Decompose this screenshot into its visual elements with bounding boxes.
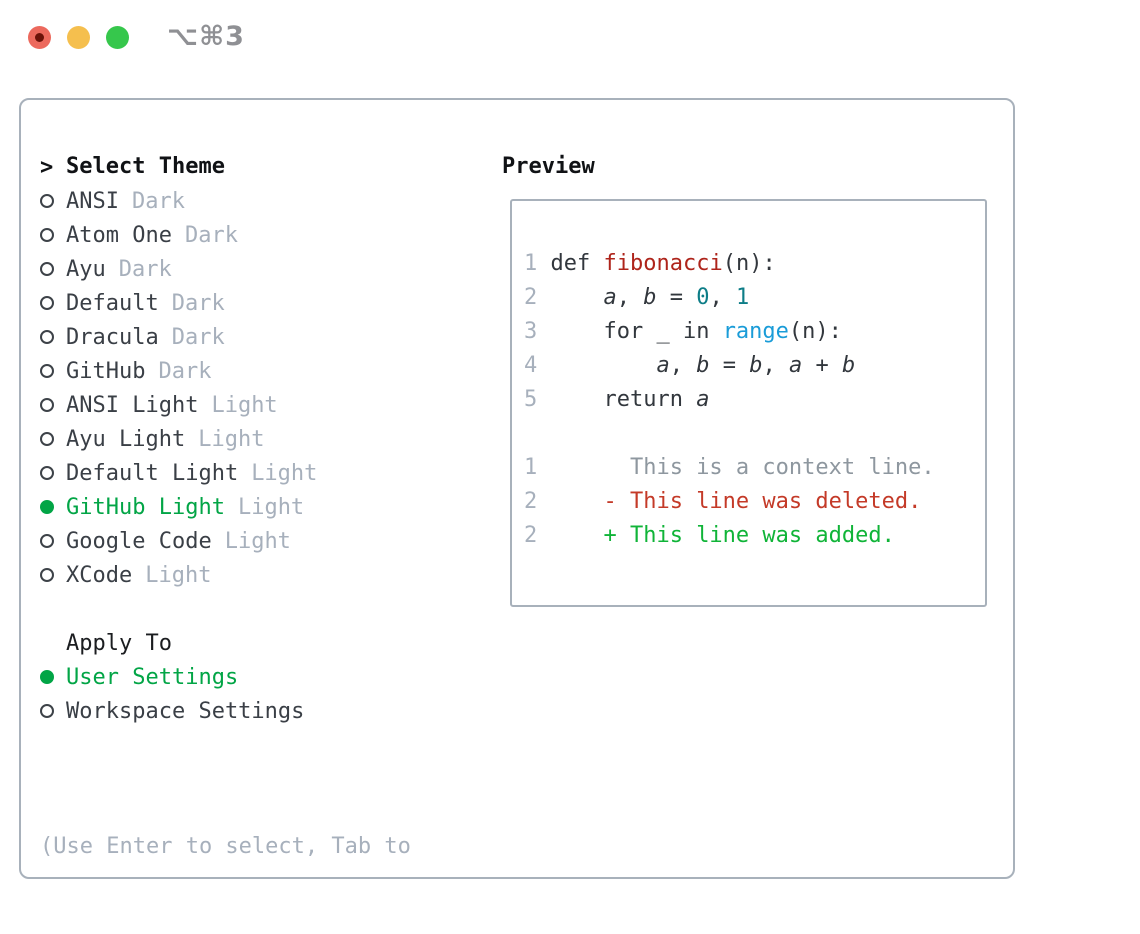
code-line: 2 a, b = 0, 1: [524, 285, 750, 310]
cursor-marker: >: [40, 155, 66, 180]
radio-icon[interactable]: [40, 228, 54, 242]
radio-selected-icon[interactable]: [40, 670, 54, 684]
theme-option-ansi-dark[interactable]: ANSI Dark: [40, 184, 317, 218]
theme-option-default-dark[interactable]: Default Dark: [40, 286, 317, 320]
preview-header-row: Preview: [502, 150, 595, 184]
theme-variant: Dark: [118, 256, 172, 282]
theme-name: GitHub: [66, 358, 146, 384]
radio-icon[interactable]: [40, 194, 54, 208]
theme-variant: Dark: [171, 324, 225, 350]
code-line: 5 return a: [524, 387, 710, 412]
theme-name: ANSI Light: [66, 392, 199, 418]
theme-variant: Dark: [184, 222, 238, 248]
apply-option-label: User Settings: [66, 664, 239, 690]
theme-name: Dracula: [66, 324, 159, 350]
theme-name: XCode: [66, 562, 133, 588]
radio-icon[interactable]: [40, 704, 54, 718]
apply-to-header: Apply To: [40, 626, 304, 660]
code-line: 4 a, b = b, a + b: [524, 353, 856, 378]
radio-icon[interactable]: [40, 466, 54, 480]
radio-icon[interactable]: [40, 262, 54, 276]
theme-variant: Light: [237, 494, 305, 520]
theme-name: Ayu: [66, 256, 106, 282]
theme-option-ansi-light[interactable]: ANSI Light Light: [40, 388, 317, 422]
theme-option-github-light[interactable]: GitHub Light Light: [40, 490, 317, 524]
theme-option-ayu-dark[interactable]: Ayu Dark: [40, 252, 317, 286]
diff-context-line: 1 This is a context line.: [524, 455, 935, 480]
radio-icon[interactable]: [40, 534, 54, 548]
radio-icon[interactable]: [40, 568, 54, 582]
radio-icon[interactable]: [40, 364, 54, 378]
theme-list: > Select Theme ANSI Dark Atom One Dark A…: [40, 150, 317, 592]
radio-icon[interactable]: [40, 398, 54, 412]
window-titlebar: ⌥⌘3: [0, 0, 1140, 74]
select-theme-title: Select Theme: [66, 154, 225, 179]
unsaved-dot-icon: [35, 33, 44, 42]
theme-name: Default: [66, 290, 159, 316]
radio-selected-icon[interactable]: [40, 500, 54, 514]
window-title: ⌥⌘3: [167, 21, 245, 52]
radio-icon[interactable]: [40, 432, 54, 446]
theme-variant: Dark: [131, 188, 185, 214]
select-theme-header: > Select Theme: [40, 150, 317, 184]
diff-added-line: 2 + This line was added.: [524, 523, 895, 548]
theme-variant: Light: [211, 392, 278, 418]
theme-option-ayu-light[interactable]: Ayu Light Light: [40, 422, 317, 456]
apply-to-section: Apply To User Settings Workspace Setting…: [40, 626, 304, 728]
radio-icon[interactable]: [40, 330, 54, 344]
theme-option-github-dark[interactable]: GitHub Dark: [40, 354, 317, 388]
code-line: 3 for _ in range(n):: [524, 319, 842, 344]
theme-name: Ayu Light: [66, 426, 186, 452]
diff-deleted-line: 2 - This line was deleted.: [524, 489, 922, 514]
theme-variant: Light: [224, 528, 291, 554]
theme-variant: Light: [145, 562, 212, 588]
theme-name: Google Code: [66, 528, 212, 554]
theme-option-dracula-dark[interactable]: Dracula Dark: [40, 320, 317, 354]
theme-variant: Dark: [171, 290, 225, 316]
blank-line: [524, 417, 985, 451]
cursor-arrow-icon: >: [40, 154, 54, 180]
theme-name: Atom One: [66, 222, 172, 248]
theme-name: ANSI: [66, 188, 119, 214]
preview-title: Preview: [502, 154, 595, 179]
preview-code-box: 1 def fibonacci(n): 2 a, b = 0, 1 3 for …: [510, 199, 987, 607]
theme-name: Default Light: [66, 460, 239, 486]
theme-option-xcode-light[interactable]: XCode Light: [40, 558, 317, 592]
theme-variant: Light: [251, 460, 318, 486]
apply-option-user-settings[interactable]: User Settings: [40, 660, 304, 694]
theme-variant: Dark: [158, 358, 212, 384]
apply-option-label: Workspace Settings: [66, 698, 305, 724]
close-button[interactable]: [28, 26, 51, 49]
hint-line-1: (Use Enter to select, Tab to: [40, 834, 411, 859]
theme-option-google-code-light[interactable]: Google Code Light: [40, 524, 317, 558]
theme-picker-panel: > Select Theme ANSI Dark Atom One Dark A…: [19, 98, 1015, 879]
maximize-button[interactable]: [106, 26, 129, 49]
minimize-button[interactable]: [67, 26, 90, 49]
theme-option-atom-one-dark[interactable]: Atom One Dark: [40, 218, 317, 252]
keyboard-hint: (Use Enter to select, Tab to change focu…: [40, 762, 411, 934]
code-line: 1 def fibonacci(n):: [524, 251, 776, 276]
theme-variant: Light: [198, 426, 265, 452]
theme-name: GitHub Light: [66, 494, 225, 520]
apply-to-title: Apply To: [66, 630, 172, 656]
radio-icon[interactable]: [40, 296, 54, 310]
theme-option-default-light[interactable]: Default Light Light: [40, 456, 317, 490]
apply-option-workspace-settings[interactable]: Workspace Settings: [40, 694, 304, 728]
